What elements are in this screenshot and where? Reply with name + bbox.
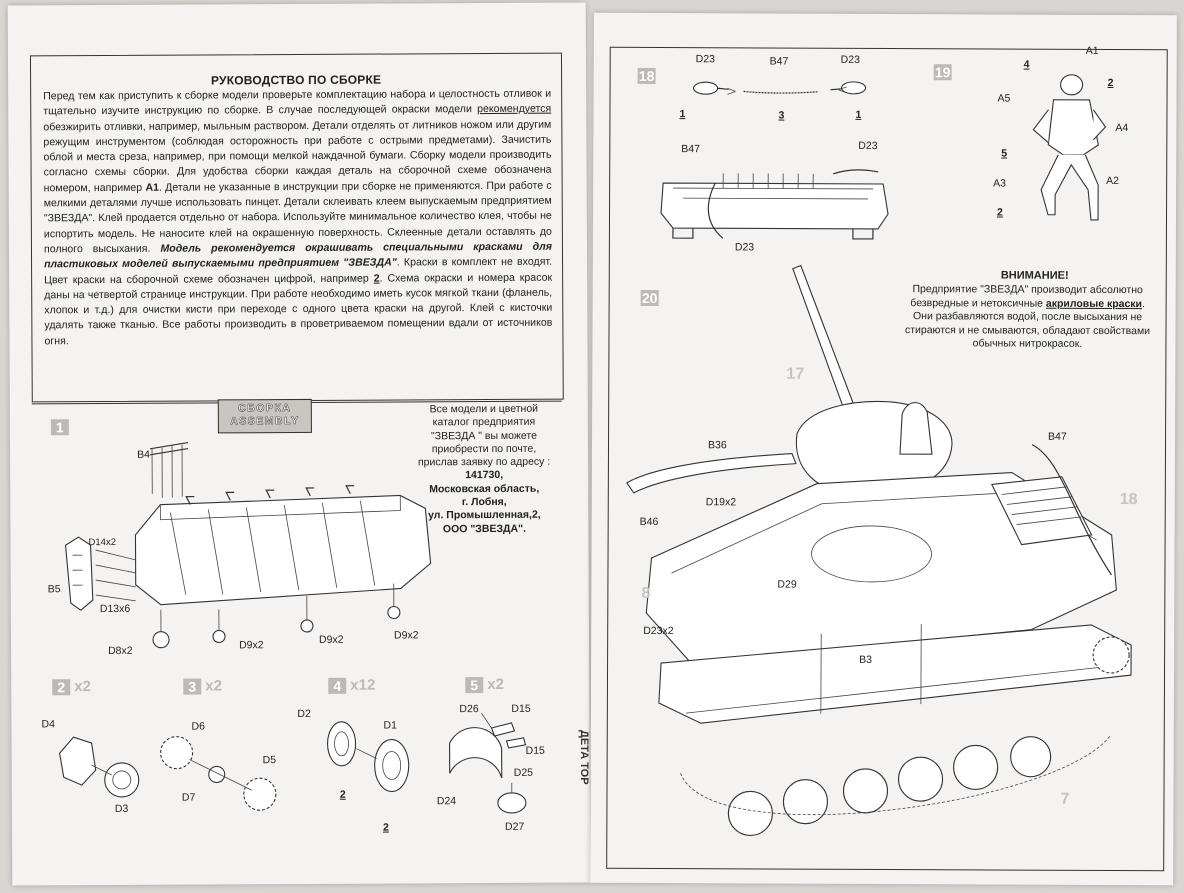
label-D15-a: D15 bbox=[511, 702, 531, 715]
left-page: РУКОВОДСТВО ПО СБОРКЕ Перед тем как прис… bbox=[7, 2, 591, 886]
label-B3: B3 bbox=[859, 653, 872, 666]
step-18-drawing bbox=[660, 81, 889, 240]
step-3-drawing bbox=[160, 736, 277, 811]
label-D29: D29 bbox=[777, 578, 797, 591]
label-B36: B36 bbox=[707, 439, 727, 452]
label-D23x2: D23x2 bbox=[643, 624, 674, 638]
label-D26: D26 bbox=[459, 703, 479, 716]
label-B47-c: B47 bbox=[1048, 430, 1067, 443]
ref-step-17: 17 bbox=[786, 365, 805, 383]
step-20-tank-drawing bbox=[626, 264, 1132, 836]
step-5-drawing bbox=[449, 712, 527, 814]
step-2-drawing bbox=[59, 736, 140, 798]
right-page: 18 D23 B47 D23 1 3 1 B47 D23 D23 19 A1 4… bbox=[590, 12, 1177, 886]
spine-text: ДЕТА ТОР bbox=[578, 730, 590, 785]
label-D19x2: D19x2 bbox=[705, 496, 737, 509]
label-B46: B46 bbox=[639, 515, 659, 529]
ref-step-8: 8 bbox=[641, 584, 651, 602]
label-D15-b: D15 bbox=[525, 744, 545, 757]
label-D27: D27 bbox=[504, 820, 525, 833]
step-4-drawing bbox=[327, 721, 410, 793]
ref-step-7: 7 bbox=[1060, 790, 1070, 808]
step-19-figure-drawing bbox=[1032, 74, 1107, 221]
label-D24: D24 bbox=[436, 795, 457, 808]
step-1-hull-drawing bbox=[64, 441, 432, 649]
ref-step-18: 18 bbox=[1119, 491, 1138, 509]
label-D25: D25 bbox=[513, 766, 534, 779]
